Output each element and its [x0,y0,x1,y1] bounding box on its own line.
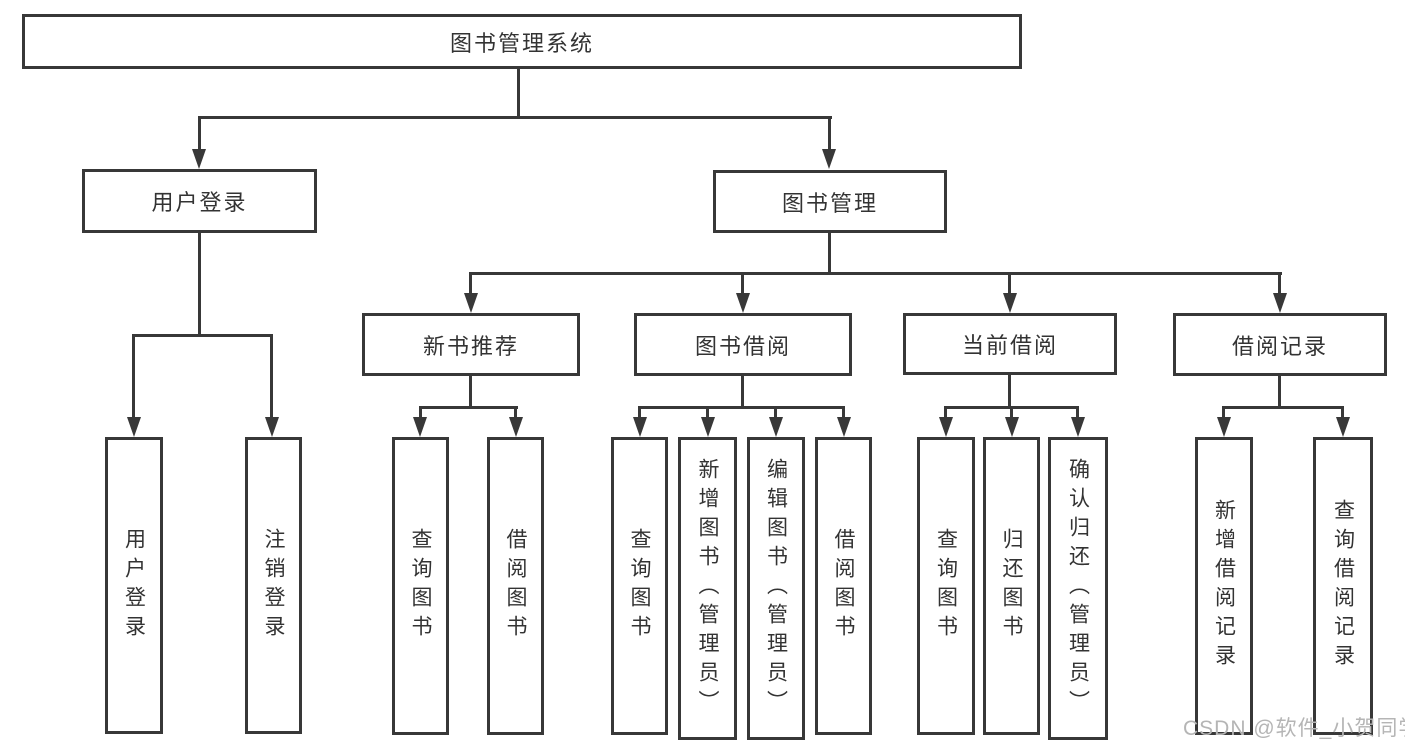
node-borrow-records: 借阅记录 [1173,313,1387,376]
arrow-down [939,417,953,437]
leaf-user-login: 用户登录 [105,437,163,734]
arrow-down [509,417,523,437]
connector-drop-leaf [638,406,641,420]
connector-drop-leaf [1341,406,1344,420]
connector-drop-leaf [1076,406,1079,420]
leaf-query-books-borrow: 查询图书 [611,437,668,735]
connector-drop-leaf [1010,406,1013,420]
connector-drop-group [1278,272,1281,296]
connector-group-feed [1008,375,1011,408]
leaf-add-books-admin: 新增图书（管理员） [678,437,737,740]
connector-drop-leaf [419,406,422,420]
connector-drop-user-login [198,116,201,150]
arrow-down [1217,417,1231,437]
arrow-down [464,293,478,313]
connector-user-login-feed [198,233,201,337]
leaf-query-books-recommend: 查询图书 [392,437,449,735]
leaf-logout: 注销登录 [245,437,302,734]
arrow-down [127,417,141,437]
connector-drop-leaf [774,406,777,420]
arrow-down [265,417,279,437]
arrow-down [1003,293,1017,313]
connector-group-feed [469,375,472,408]
connector-book-mgmt-feed [828,233,831,275]
arrow-down [837,417,851,437]
node-book-management: 图书管理 [713,170,947,233]
node-current-borrow: 当前借阅 [903,313,1117,375]
arrow-down [701,417,715,437]
connector-group-split [638,406,845,409]
connector-drop-book-mgmt [828,116,831,150]
leaf-return-books: 归还图书 [983,437,1040,735]
connector-group-feed [741,375,744,408]
arrow-down [192,149,206,169]
leaf-borrow-books-recommend: 借阅图书 [487,437,544,735]
connector-drop-leaf [842,406,845,420]
connector-drop-leaf [132,334,135,420]
leaf-query-books-current: 查询图书 [917,437,975,735]
arrow-down [769,417,783,437]
connector-drop-leaf [514,406,517,420]
node-user-login: 用户登录 [82,169,317,233]
csdn-watermark: CSDN @软件_小贺同学 [1183,717,1405,740]
arrow-down [1336,417,1350,437]
connector-drop-leaf [1222,406,1225,420]
connector-level1-split [198,116,832,119]
leaf-borrow-books: 借阅图书 [815,437,872,735]
arrow-down [822,149,836,169]
connector-group-split [1223,406,1344,409]
arrow-down [1071,417,1085,437]
connector-group-feed [1278,375,1281,408]
connector-drop-leaf [270,334,273,420]
connector-drop-group [469,272,472,296]
node-new-book-recommend: 新书推荐 [362,313,580,376]
leaf-edit-books-admin: 编辑图书（管理员） [747,437,805,740]
arrow-down [633,417,647,437]
connector-drop-group [741,272,744,296]
arrow-down [413,417,427,437]
arrow-down [736,293,750,313]
connector-group-split [419,406,518,409]
node-system-root: 图书管理系统 [22,14,1022,69]
connector-user-login-split [132,334,273,337]
arrow-down [1273,293,1287,313]
connector-drop-leaf [944,406,947,420]
connector-level2-split [469,272,1282,275]
leaf-add-borrow-record: 新增借阅记录 [1195,437,1253,735]
connector-drop-leaf [706,406,709,420]
arrow-down [1005,417,1019,437]
leaf-query-borrow-record: 查询借阅记录 [1313,437,1373,735]
node-book-borrow: 图书借阅 [634,313,852,376]
connector-drop-group [1008,272,1011,296]
leaf-confirm-return-admin: 确认归还（管理员） [1048,437,1108,740]
connector-root-feed [517,69,520,119]
